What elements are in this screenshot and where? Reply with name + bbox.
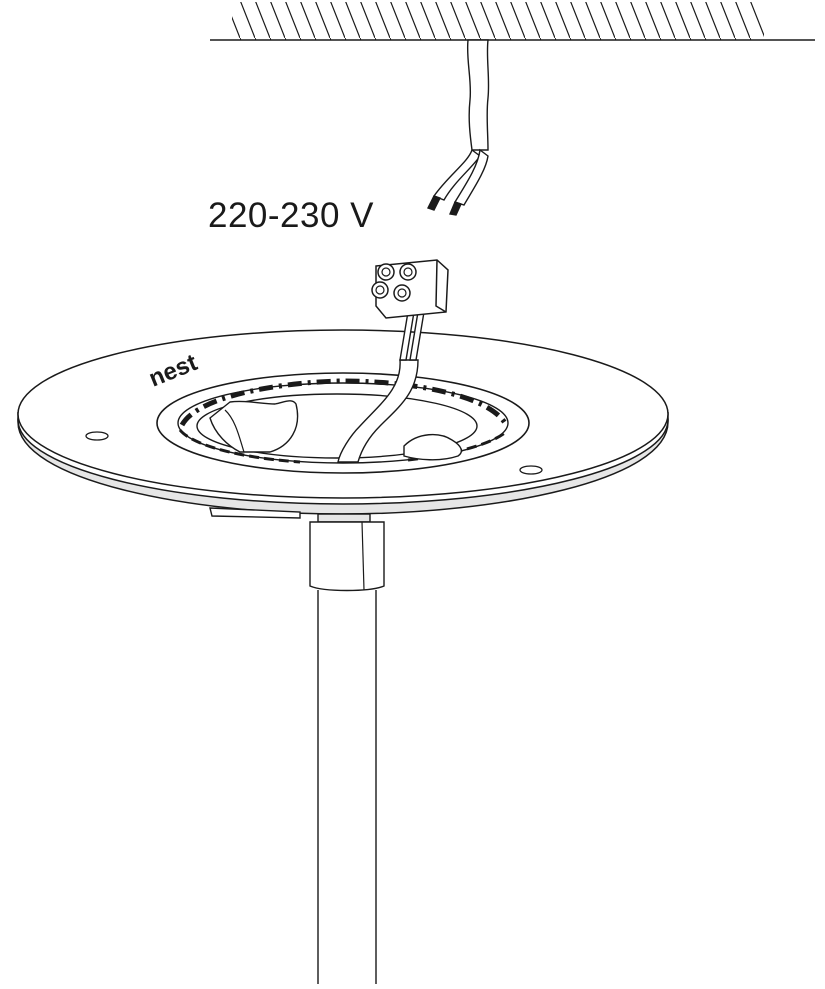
mains-cable xyxy=(427,39,490,216)
terminal-block-side xyxy=(435,259,447,313)
ring-printed-text-right xyxy=(407,430,507,462)
stem-collar-top xyxy=(317,513,371,523)
screw-hole-left xyxy=(85,431,109,441)
feed-cable-jacket xyxy=(337,359,419,463)
opening-tab-crease xyxy=(224,409,245,453)
mounting-plate: nest xyxy=(17,329,669,515)
terminal-screw-3 xyxy=(371,281,389,299)
stem-bracket-left xyxy=(209,507,301,519)
mains-wire-2 xyxy=(453,148,489,206)
stem-collar xyxy=(309,521,385,592)
mains-wire-tip-2 xyxy=(449,201,462,216)
terminal-screw-1 xyxy=(377,263,395,281)
opening-tab-left xyxy=(209,400,299,453)
inner-ring-inner xyxy=(177,382,509,464)
ring-printed-text-lower xyxy=(178,428,301,464)
terminal-screw-4 xyxy=(393,284,411,302)
voltage-label: 220-230 V xyxy=(208,196,375,235)
screw-hole-right xyxy=(519,465,543,475)
terminal-screw-2 xyxy=(399,263,417,281)
ceiling-hatching xyxy=(232,2,764,40)
support-stem xyxy=(209,507,385,984)
ceiling xyxy=(210,2,815,41)
mains-wire-tip-1 xyxy=(427,195,441,211)
ring-printed-text xyxy=(179,378,508,427)
opening-tab-right xyxy=(403,433,463,461)
mains-wire-1 xyxy=(432,148,481,201)
stem-tube xyxy=(317,590,377,984)
terminal-block xyxy=(371,259,449,319)
